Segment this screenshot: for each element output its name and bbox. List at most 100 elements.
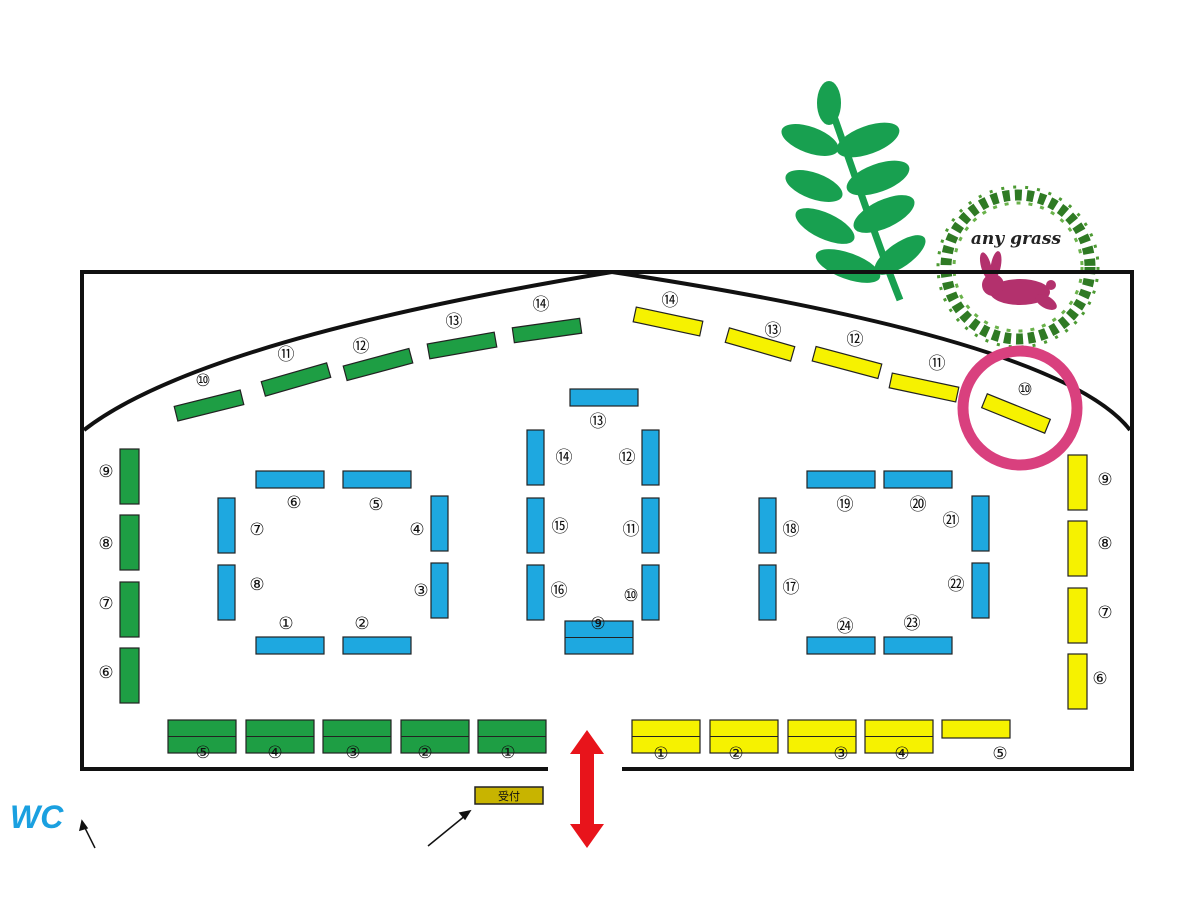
booth-table [342,347,414,382]
booth-green-left-3: ⑦ [98,581,140,638]
booth-number: ⑥ [286,493,301,513]
booth-blue-left-6: ③ [413,562,449,619]
booth-yellow-right-2: ⑧ [1067,520,1113,577]
booth-number: ⑩ [1017,380,1032,400]
booth-yellow-bottom-4: ④ [864,719,934,764]
booth-blue-right-5: ⑰ [758,564,800,621]
booth-green-curve-2: ⑪ [260,345,332,397]
any-grass-logo: any grass [936,185,1100,349]
booth-table [255,636,325,655]
reception-desk: 受付 [474,786,544,805]
booth-blue-center-5: ⑪ [623,497,660,554]
booth-green-left-4: ⑥ [98,647,140,704]
booth-table [971,495,990,552]
booth-table [724,327,796,362]
booth-blue-right-2: ⑳ [883,470,953,515]
booth-green-bottom-2: ④ [245,719,315,763]
booth-number: ⑮ [552,517,569,537]
booth-blue-right-7: ㉔ [806,617,876,655]
booth-number: ⑬ [590,412,607,432]
booth-number: ⑤ [368,495,383,515]
booth-number: ⑪ [623,520,640,540]
booth-table [342,636,412,655]
booth-table [217,497,236,554]
booth-number: ⑦ [98,594,113,614]
booth-number: ⑫ [847,330,864,350]
booth-table [526,497,545,554]
booth-table [426,331,498,360]
booth-table [119,514,140,571]
booth-number: ⑪ [278,345,295,365]
booth-number: ⑨ [590,614,605,634]
booth-table [806,636,876,655]
booth-number: ⑤ [992,744,1007,764]
booth-number: ⑭ [556,448,573,468]
booth-table [255,470,325,489]
booth-blue-center-8: ⑨ [564,614,634,655]
booth-blue-left-3: ⑦ [217,497,265,554]
booth-number: ⑭ [662,291,679,311]
booth-number: ㉑ [943,511,960,531]
booth-yellow-bottom-1: ① [631,719,701,764]
booth-table [941,719,1011,739]
booth-yellow-curve-5: ⑩ [980,380,1052,434]
booth-blue-center-1: ⑬ [569,388,639,432]
booth-table [1067,587,1088,644]
reception-label: 受付 [498,790,520,803]
booth-yellow-curve-3: ⑫ [811,330,883,380]
booth-yellow-bottom-5: ⑤ [941,719,1011,764]
booth-green-left-2: ⑧ [98,514,140,571]
booth-number: ⑦ [1097,603,1112,623]
booth-table [119,448,140,505]
booth-number: ② [728,744,743,764]
booth-table [1067,454,1088,511]
booth-table [430,562,449,619]
booth-table [888,372,960,403]
booth-blue-left-4: ④ [409,495,449,552]
booth-number: ① [278,614,293,634]
booth-blue-left-8: ② [342,614,412,655]
booth-blue-center-7: ⑩ [623,564,660,621]
booth-number: ② [417,743,432,763]
booth-number: ⑩ [195,371,210,391]
booth-number: ⑨ [98,462,113,482]
booth-table [758,497,777,554]
booth-number: ③ [413,581,428,601]
booth-number: ⑧ [98,534,113,554]
booth-green-bottom-5: ① [477,719,547,763]
booth-green-bottom-3: ③ [322,719,392,763]
booth-number: ④ [894,744,909,764]
hall-outline [80,270,1134,771]
booth-table [217,564,236,621]
booth-number: ⑲ [837,495,854,515]
booth-number: ⑳ [910,495,927,515]
booth-table [971,562,990,619]
booth-green-bottom-4: ② [400,719,470,763]
booth-table [883,470,953,489]
booth-table [173,389,245,422]
booth-blue-left-1: ⑥ [255,470,325,513]
wc-pointer-arrow-icon [78,819,96,849]
booth-number: ⑬ [765,321,782,341]
booth-table [980,393,1052,434]
booth-table [511,317,583,344]
wc-label: WC [10,799,64,835]
leaf-branch-decoration [781,81,926,302]
booth-yellow-curve-1: ⑭ [632,291,704,337]
booth-blue-right-1: ⑲ [806,470,876,515]
booth-table [526,429,545,486]
booth-blue-center-4: ⑮ [526,497,569,554]
entrance-arrow-icon [570,730,604,848]
booth-number: ① [653,744,668,764]
booth-yellow-right-4: ⑥ [1067,653,1108,710]
booth-blue-center-2: ⑭ [526,429,573,486]
booth-number: ④ [409,520,424,540]
booth-table [806,470,876,489]
booth-table [1067,520,1088,577]
booth-green-bottom-1: ⑤ [167,719,237,763]
booth-number: ③ [345,743,360,763]
booth-blue-right-3: ⑱ [758,497,800,554]
booth-blue-center-6: ⑯ [526,564,568,621]
highlight-circle [957,345,1083,471]
